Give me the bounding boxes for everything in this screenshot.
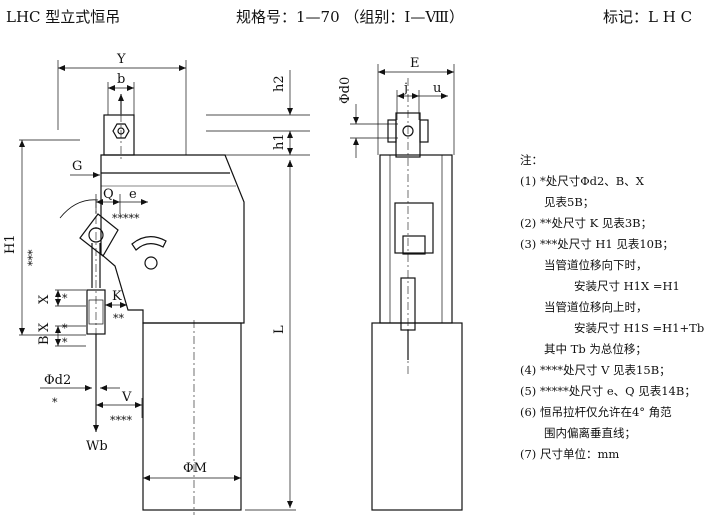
dim-j: j (402, 81, 408, 96)
stars-4: **** (110, 414, 133, 427)
note-3-up: 当管道位移向上时， (544, 300, 648, 314)
notes-title: 注： (520, 153, 543, 167)
dim-X: X (37, 294, 52, 304)
dim-B: B (37, 335, 52, 345)
note-5: (5) *****处尺寸 e、Q 见表14B； (520, 384, 696, 398)
dim-G: G (72, 159, 82, 174)
note-3-h1s: 安装尺寸 H1S =H1+Tb (574, 321, 705, 335)
note-3-h1x: 安装尺寸 H1X =H1 (574, 279, 680, 293)
note-3-down: 当管道位移向下时， (544, 258, 648, 272)
upper-housing (100, 154, 245, 324)
dim-h1: h1 (272, 133, 287, 150)
star-X: * (62, 292, 68, 305)
note-3: (3) ***处尺寸 H1 见表10B； (520, 237, 674, 251)
star-X-2: * (62, 322, 68, 335)
dim-u: u (433, 81, 441, 96)
dim-H1: H1 (3, 234, 18, 254)
side-dimensions (350, 64, 455, 158)
note-6-cont: 围内偏离垂直线； (544, 426, 636, 440)
spring-cylinder-body (142, 322, 242, 511)
front-dimensions (19, 60, 310, 511)
dim-h2: h2 (272, 75, 287, 92)
note-1-cont: 见表5B； (544, 195, 595, 209)
dim-phi-M: ΦM (183, 461, 207, 476)
spec-range: 规格号：1—70 （组别：Ⅰ—Ⅷ） (236, 8, 464, 26)
side-frame (379, 154, 453, 324)
stars-2: ** (113, 312, 125, 325)
drawing-title: LHC 型立式恒吊 (6, 8, 121, 26)
cam-slot (131, 236, 167, 251)
note-6: (6) 恒吊拉杆仅允许在4° 角范 (520, 405, 672, 419)
dim-E: E (410, 56, 420, 71)
side-top-lug (395, 112, 421, 158)
note-7: (7) 尺寸单位：mm (520, 447, 620, 461)
star-B: * (62, 336, 68, 349)
note-1: (1) *处尺寸Φd2、B、X (520, 174, 644, 188)
top-nut (112, 123, 130, 139)
note-3-tb: 其中 Tb 为总位移； (544, 342, 647, 356)
dim-phi-d2: Φd2 (44, 373, 71, 388)
stars-5: ***** (112, 212, 140, 225)
dim-e: e (129, 187, 137, 202)
top-lug (103, 114, 135, 156)
cam-pin (144, 256, 158, 270)
lever-arm (79, 213, 119, 257)
center-lines (95, 78, 409, 515)
dim-Y: Y (116, 52, 126, 67)
load-Wb: Wb (86, 439, 108, 454)
dim-K: K (112, 289, 122, 304)
note-2: (2) **处尺寸 K 见表3B； (520, 216, 653, 230)
side-cylinder-body (371, 322, 463, 511)
notes-panel: 注： (1) *处尺寸Φd2、B、X 见表5B； (2) **处尺寸 K 见表3… (520, 150, 708, 465)
dim-V: V (121, 390, 132, 405)
dim-phi-d0: Φd0 (338, 77, 353, 104)
note-4: (4) ****处尺寸 V 见表15B； (520, 363, 671, 377)
side-view (371, 112, 463, 511)
product-mark: 标记：L H C (603, 8, 693, 26)
star-d2: * (52, 396, 58, 409)
dim-b: b (117, 72, 125, 87)
dim-X-2: X (37, 322, 52, 332)
dim-Q: Q (103, 187, 114, 202)
dim-L: L (272, 325, 287, 334)
stars-3: *** (26, 249, 39, 266)
